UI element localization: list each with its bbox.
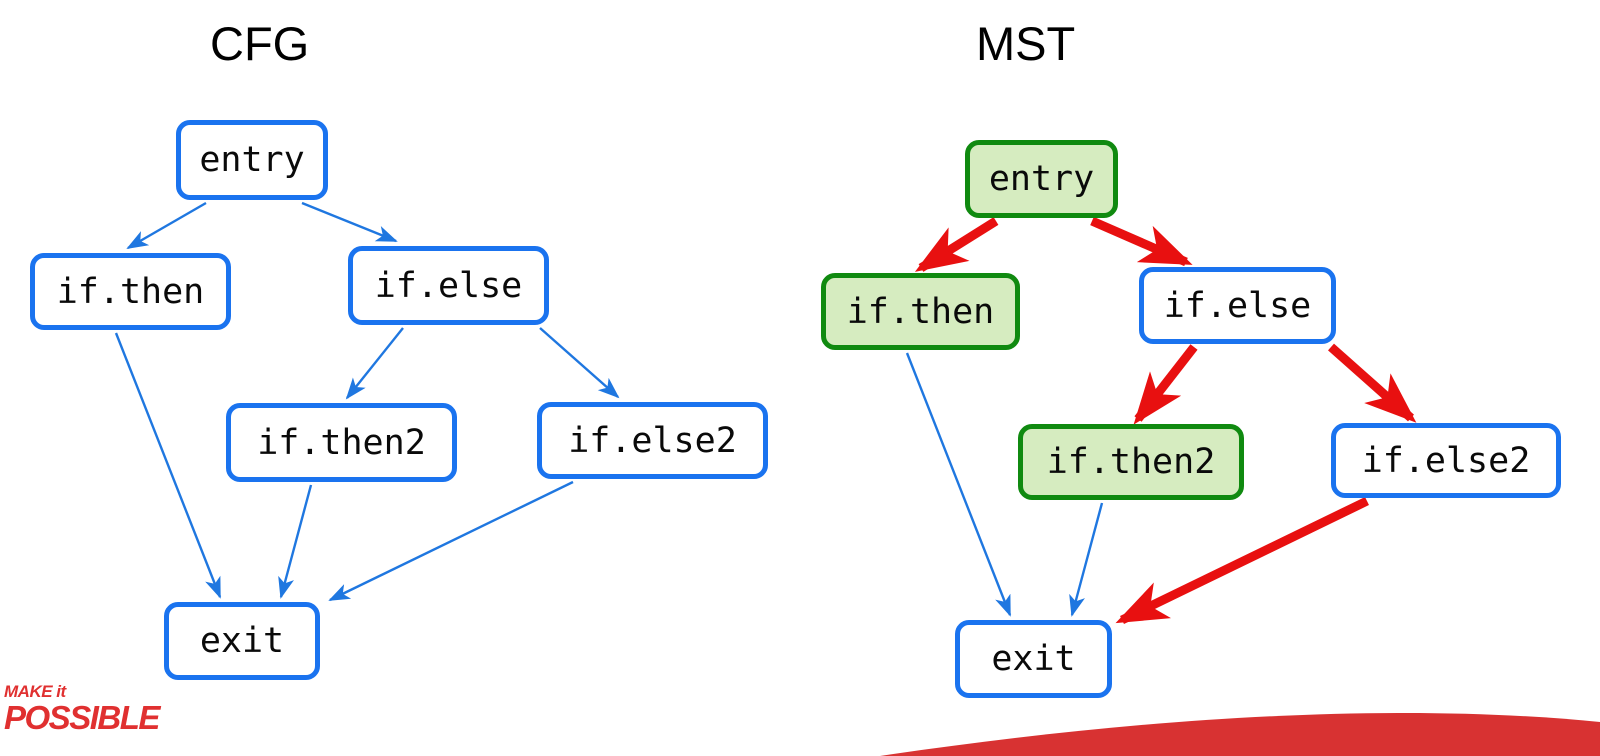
- node-cfg-if_else2[interactable]: if.else2: [537, 402, 768, 479]
- edge-mst-if_else2-to-exit: [1115, 496, 1369, 625]
- node-label: entry: [988, 159, 1095, 199]
- node-label: if.then: [56, 271, 205, 312]
- node-cfg-if_else[interactable]: if.else: [348, 246, 549, 325]
- node-label: if.else2: [568, 420, 737, 461]
- edge-cfg-if_else-to-if_else2: [539, 327, 620, 399]
- edge-cfg-entry-to-if_else: [301, 201, 398, 243]
- node-mst-entry[interactable]: entry: [965, 140, 1118, 218]
- make-it-possible-logo: MAKE it POSSIBLE: [4, 683, 184, 745]
- node-cfg-entry[interactable]: entry: [176, 120, 328, 200]
- node-mst-if_then[interactable]: if.then: [821, 273, 1020, 350]
- panel-title-cfg: CFG: [210, 17, 310, 70]
- node-label: if.then2: [257, 422, 426, 463]
- node-cfg-exit[interactable]: exit: [164, 602, 320, 680]
- node-mst-exit[interactable]: exit: [955, 620, 1112, 698]
- node-label: exit: [199, 621, 285, 661]
- node-label: if.then2: [1046, 442, 1216, 482]
- node-label: if.else2: [1361, 440, 1531, 481]
- node-mst-if_then2[interactable]: if.then2: [1018, 424, 1244, 500]
- edge-mst-if_then-to-exit: [905, 352, 1012, 617]
- edge-cfg-if_then2-to-exit: [278, 484, 313, 599]
- red-wave-swoosh: [880, 712, 1600, 756]
- logo-line-1: MAKE it: [4, 682, 66, 701]
- edge-mst-if_then2-to-exit: [1069, 502, 1104, 617]
- edge-mst-if_else-to-if_else2: [1328, 343, 1417, 423]
- edge-cfg-if_else2-to-exit: [328, 480, 574, 602]
- edge-cfg-if_then-to-exit: [114, 332, 222, 599]
- logo-line-2: POSSIBLE: [4, 699, 160, 736]
- node-cfg-if_then2[interactable]: if.then2: [226, 403, 457, 482]
- edge-cfg-if_else-to-if_then2: [345, 327, 404, 400]
- node-label: entry: [199, 140, 305, 180]
- node-mst-if_else[interactable]: if.else: [1139, 267, 1336, 344]
- node-label: if.else: [1163, 285, 1312, 326]
- node-label: if.then: [846, 291, 995, 332]
- panel-title-mst: MST: [976, 17, 1076, 70]
- node-label: exit: [991, 639, 1076, 679]
- node-label: if.else: [374, 265, 523, 306]
- edge-mst-entry-to-if_else: [1090, 216, 1193, 267]
- edge-mst-if_else-to-if_then2: [1133, 344, 1198, 425]
- edge-cfg-entry-to-if_then: [126, 201, 207, 250]
- node-mst-if_else2[interactable]: if.else2: [1331, 423, 1561, 498]
- node-cfg-if_then[interactable]: if.then: [30, 253, 231, 330]
- edge-mst-entry-to-if_then: [914, 217, 999, 272]
